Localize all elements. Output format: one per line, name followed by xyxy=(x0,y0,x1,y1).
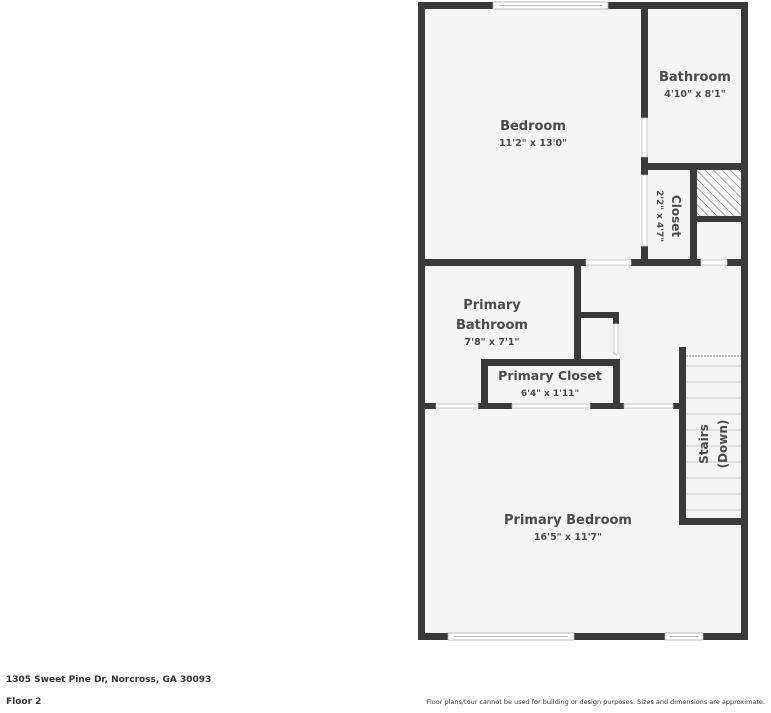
floor-area xyxy=(418,2,748,640)
room-label-primary-bathroom-1: Primary xyxy=(463,298,521,313)
hatched-utility-box xyxy=(697,170,741,216)
room-label-primary-closet: Primary Closet xyxy=(498,368,602,383)
room-label-bathroom: Bathroom xyxy=(659,70,731,85)
property-address: 1305 Sweet Pine Dr, Norcross, GA 30093 xyxy=(6,675,212,685)
room-label-stairs-2: (Down) xyxy=(716,420,730,469)
room-label-primary-bathroom-2: Bathroom xyxy=(456,318,528,333)
room-label-closet: Closet xyxy=(669,195,683,237)
room-dim-primary-closet: 6'4" x 1'11" xyxy=(521,389,579,399)
openings xyxy=(435,117,728,409)
room-label-stairs-1: Stairs xyxy=(697,424,711,464)
room-dim-primary-bedroom: 16'5" x 11'7" xyxy=(534,532,602,543)
room-dim-bathroom: 4'10" x 8'1" xyxy=(664,89,726,100)
floor-label: Floor 2 xyxy=(6,697,42,707)
window-bottom-left xyxy=(447,632,575,641)
disclaimer: Floor plans/tour cannot be used for buil… xyxy=(426,698,765,706)
room-dim-primary-bathroom: 7'8" x 7'1" xyxy=(465,337,520,348)
room-label-bedroom: Bedroom xyxy=(500,119,566,134)
stair-treads xyxy=(686,355,741,511)
room-label-primary-bedroom: Primary Bedroom xyxy=(504,513,632,528)
room-dim-closet: 2'2" x 4'7" xyxy=(654,190,664,242)
room-dim-bedroom: 11'2" x 13'0" xyxy=(499,138,567,149)
interior-walls xyxy=(418,2,748,525)
window-bottom-right xyxy=(664,632,704,641)
window-top xyxy=(492,1,609,10)
